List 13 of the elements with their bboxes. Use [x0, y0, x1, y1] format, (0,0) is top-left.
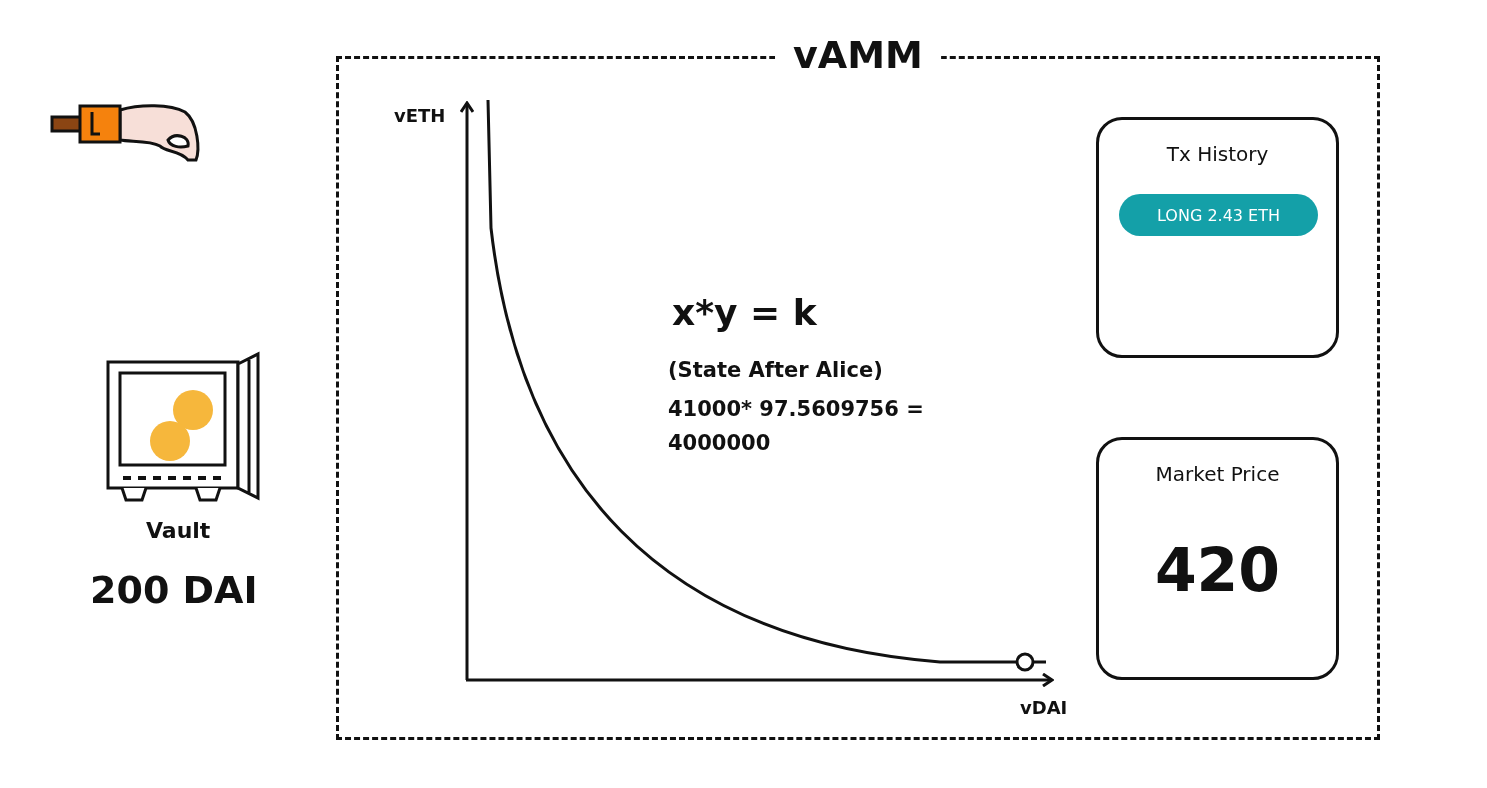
formula: x*y = k [672, 292, 817, 333]
panel-card [1096, 117, 1339, 358]
card-title: Market Price [1154, 462, 1281, 486]
price-value: 420 [1153, 535, 1282, 605]
transaction-pill: LONG 2.43 ETH [1119, 194, 1318, 236]
formula-note: (State After Alice) [668, 358, 883, 382]
formula-note: 41000* 97.5609756 = 4000000 [668, 396, 925, 457]
axis-label: vETH [394, 105, 446, 126]
vault-label: Vault [146, 518, 211, 543]
balance-label: 200 DAI [90, 568, 258, 612]
panel-card [1096, 437, 1339, 680]
axis-label: vDAI [1020, 697, 1068, 718]
card-title: Tx History [1165, 142, 1270, 166]
